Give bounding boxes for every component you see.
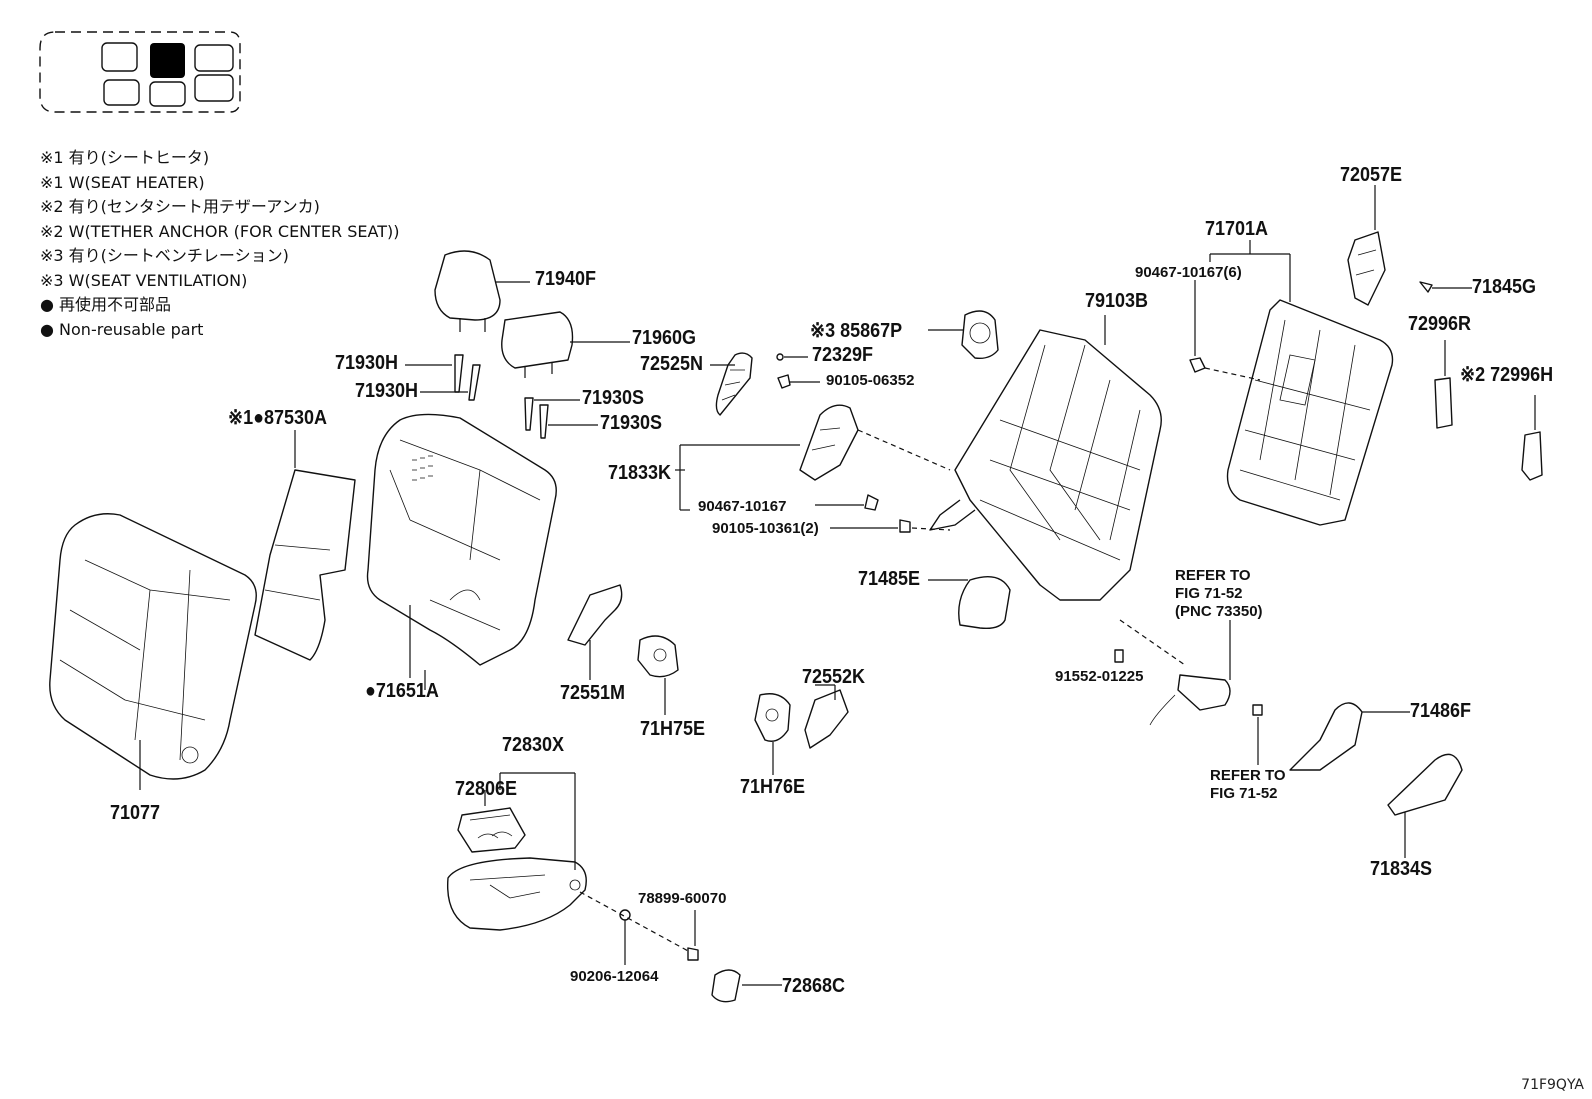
bolts-90467-90105 [815,494,951,533]
part-label-87530A[interactable]: ※1●87530A [228,407,328,429]
anchor-72996H [1521,395,1543,481]
part-label-72329F[interactable]: 72329F [812,344,874,366]
part-label-78899-60070[interactable]: 78899-60070 [638,890,727,907]
armrest-fasteners [619,909,699,965]
part-label-71834S[interactable]: 71834S [1370,858,1433,880]
small-fasteners [776,353,820,389]
part-label-72996R[interactable]: 72996R [1408,313,1472,335]
cup-holder-72806E [457,790,526,853]
cover-71485E [928,576,1011,630]
part-label-90206-12064[interactable]: 90206-12064 [570,968,659,985]
figure-code: 71F9QYA [1521,1077,1584,1093]
seat-back-frame-79103B [929,315,1162,601]
part-label-90467-10167-6[interactable]: 90467-10167(6) [1135,264,1242,281]
refer-note-2-line-2: FIG 71-52 [1210,785,1278,802]
part-label-71H76E[interactable]: 71H76E [740,776,806,798]
part-label-71845G[interactable]: 71845G [1472,276,1537,298]
seat-location-indicator [39,31,241,113]
refer-note-1-line-1: REFER TO [1175,567,1251,584]
clip-90467-10167-6 [1189,280,1206,373]
legend-row-3: ※2 有り(センタシート用テザーアンカ) [40,197,320,216]
part-label-71930H-2[interactable]: 71930H [355,380,419,402]
legend-row-8: ● Non-reusable part [40,319,204,339]
hinge-cover-72525N [710,352,753,416]
refer-note-1-line-2: FIG 71-52 [1175,585,1243,602]
part-label-71H75E[interactable]: 71H75E [640,718,706,740]
refer-note-fig-71-52[interactable]: REFER TO FIG 71-52 [1210,767,1286,803]
cover-71834S [1387,753,1463,858]
bracket-71486F [1289,702,1410,771]
part-label-91552-01225[interactable]: 91552-01225 [1055,668,1144,685]
legend: ※1 有り(シートヒータ) ※1 W(SEAT HEATER) ※2 有り(セン… [40,146,399,342]
part-label-71485E[interactable]: 71485E [858,568,921,590]
seat-back-pad-71651A [366,413,557,678]
seat-heater-87530A [254,430,356,661]
part-label-71833K[interactable]: 71833K [608,462,672,484]
legend-row-2: ※1 W(SEAT HEATER) [40,172,205,192]
seat-back-board-71701A [1204,240,1394,526]
hinge-cover-71833K [675,404,951,511]
part-label-72806E[interactable]: 72806E [455,778,518,800]
lever-assembly [1114,619,1263,765]
part-label-90105-10361[interactable]: 90105-10361(2) [712,520,819,537]
anchor-72996R [1434,340,1453,429]
refer-note-pnc-73350[interactable]: REFER TO FIG 71-52 (PNC 73350) [1175,567,1263,621]
part-label-71486F[interactable]: 71486F [1410,700,1472,722]
part-label-71651A[interactable]: ●71651A [365,680,439,702]
part-label-71960G[interactable]: 71960G [632,327,697,349]
part-label-71940F[interactable]: 71940F [535,268,597,290]
headrest-guides [405,354,598,439]
seat-back-cover-71077 [49,513,257,790]
refer-note-1-line-3: (PNC 73350) [1175,603,1263,620]
legend-row-1: ※1 有り(シートヒータ) [40,148,210,167]
part-label-90105-06352[interactable]: 90105-06352 [826,372,915,389]
part-label-71701A[interactable]: 71701A [1205,218,1269,240]
legend-row-6: ※3 W(SEAT VENTILATION) [40,270,248,290]
part-label-72057E[interactable]: 72057E [1340,164,1403,186]
legend-row-7: ● 再使用不可部品 [40,295,172,314]
part-label-72551M[interactable]: 72551M [560,682,626,704]
part-label-72552K[interactable]: 72552K [802,666,866,688]
ventilation-fan-85867P [928,310,999,360]
part-label-71930S-2[interactable]: 71930S [600,412,663,434]
clip-71845G [1419,281,1472,293]
part-label-71930H-1[interactable]: 71930H [335,352,399,374]
armrest-72830X [446,772,691,953]
legend-row-5: ※3 有り(シートベンチレーション) [40,246,289,265]
cover-71H76E [754,693,791,775]
part-label-71077[interactable]: 71077 [110,802,161,824]
part-label-72868C[interactable]: 72868C [782,975,846,997]
part-label-72996H[interactable]: ※2 72996H [1460,364,1554,386]
headrest-71960G [501,311,630,378]
bracket-72057E [1347,185,1386,306]
part-label-79103B[interactable]: 79103B [1085,290,1149,312]
part-label-90467-10167[interactable]: 90467-10167 [698,498,787,515]
part-label-85867P[interactable]: ※3 85867P [810,320,903,342]
refer-note-2-line-1: REFER TO [1210,767,1286,784]
legend-row-4: ※2 W(TETHER ANCHOR (FOR CENTER SEAT)) [40,221,400,241]
headrest-71940F [434,250,530,332]
bracket-72552K [804,684,849,749]
part-label-72830X[interactable]: 72830X [502,734,565,756]
bracket-72551M [567,584,623,680]
part-label-71930S-1[interactable]: 71930S [582,387,645,409]
cover-71H75E [637,635,679,715]
part-label-72525N[interactable]: 72525N [640,353,704,375]
cap-72868C [711,969,782,1003]
